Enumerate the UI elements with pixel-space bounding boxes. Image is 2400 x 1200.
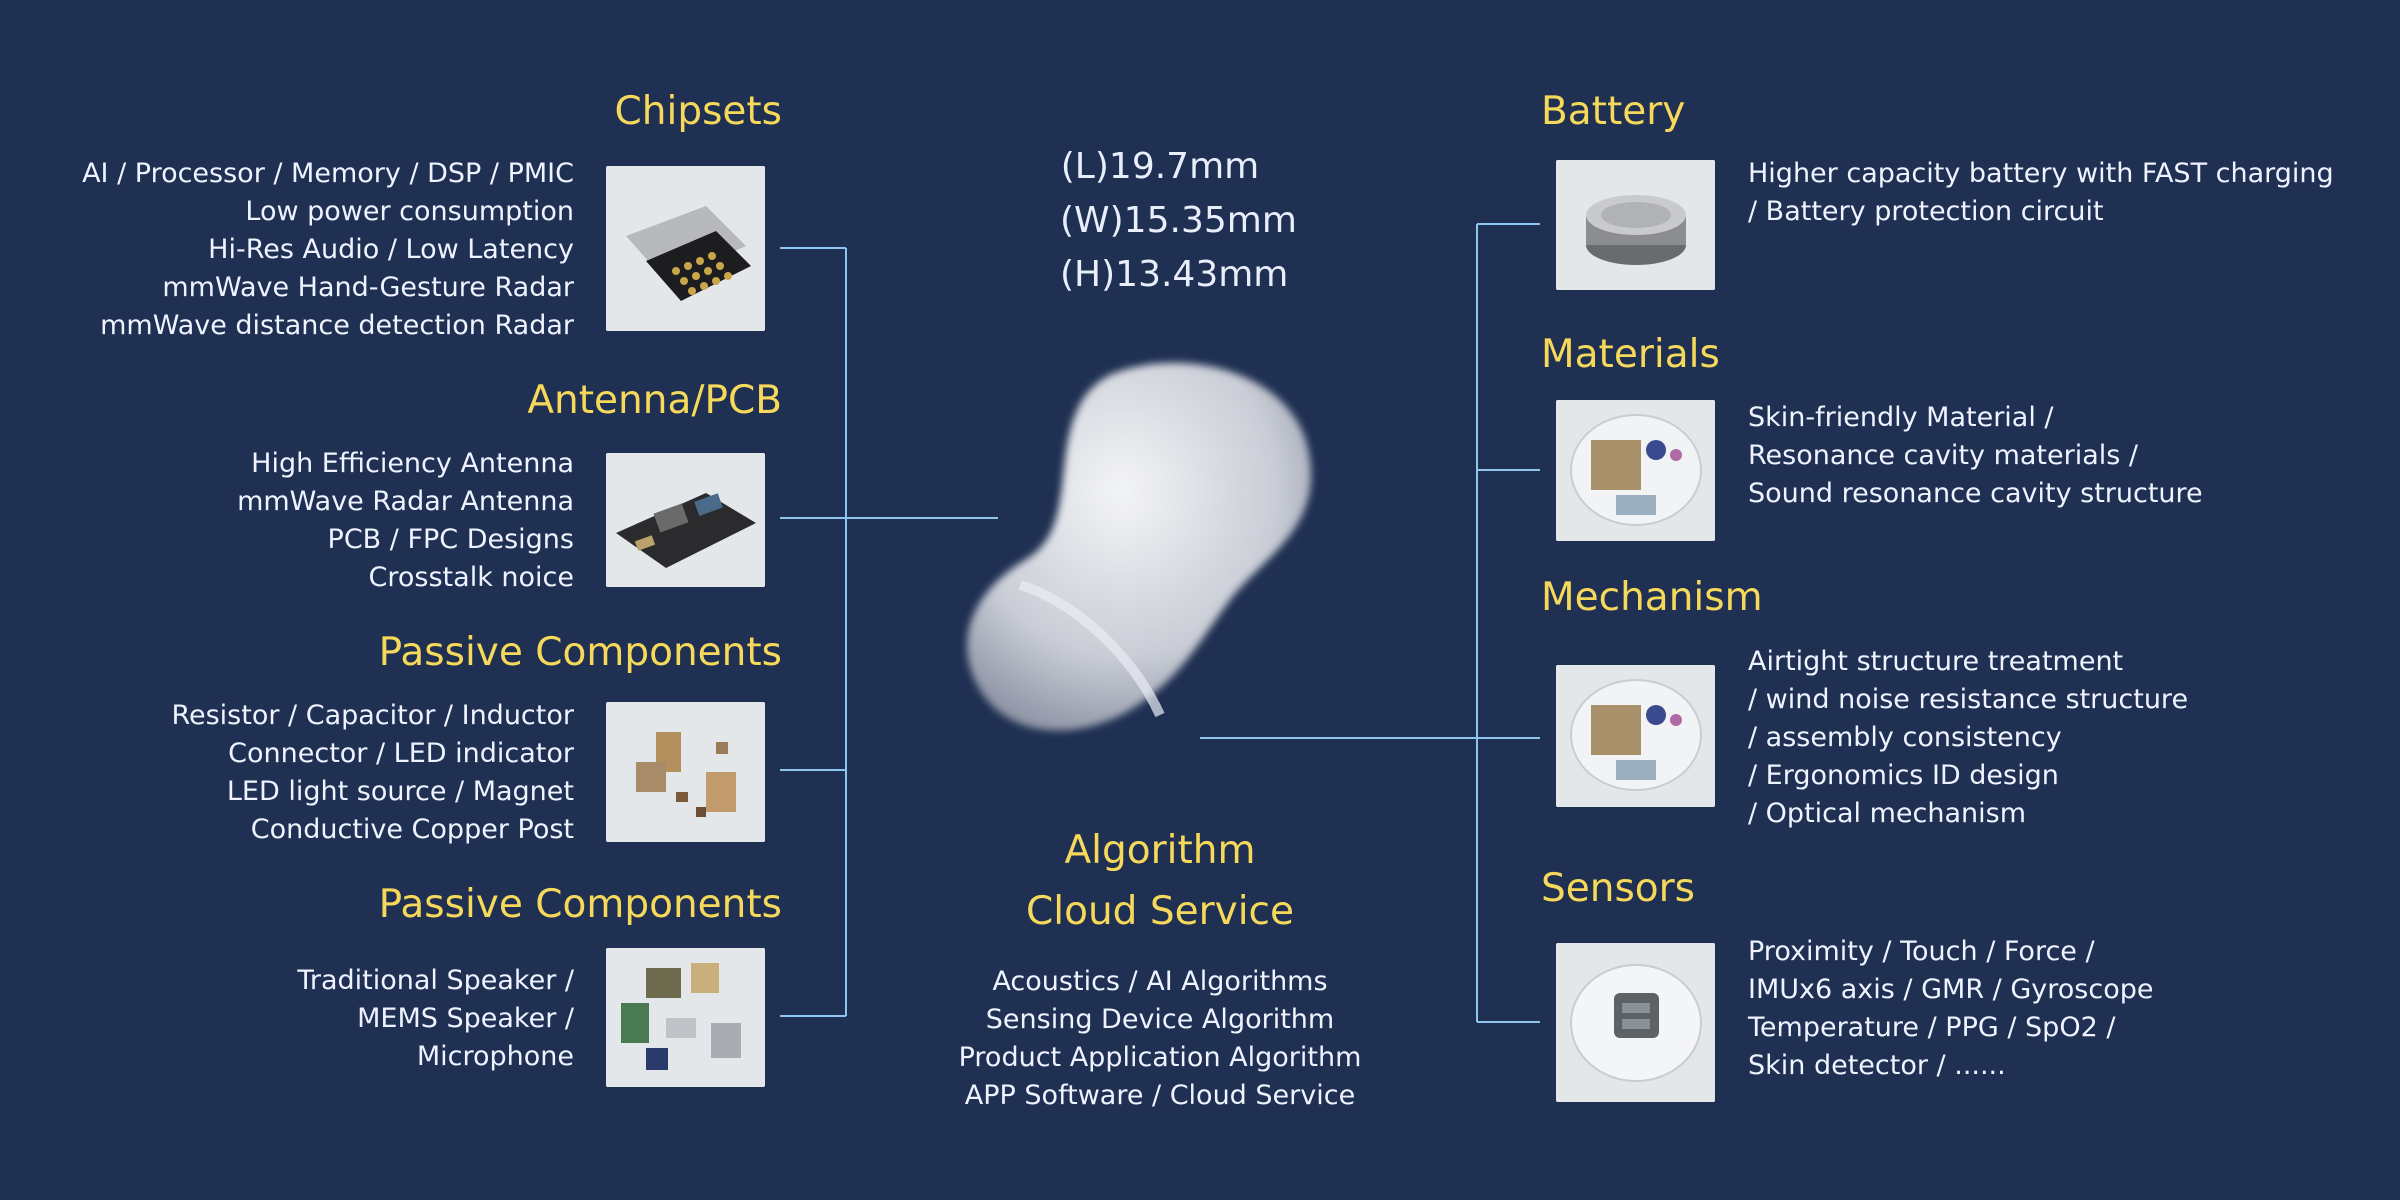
sensors-line: Proximity / Touch / Force / [1748,936,2095,967]
chipsets-heading: Chipsets [614,89,782,134]
passive-components-image [606,702,765,842]
algorithm-cloud-heading: Algorithm Cloud Service [960,820,1360,942]
mechanism-line: / Optical mechanism [1748,798,2027,829]
algorithm-description: Acoustics / AI Algorithms Sensing Device… [900,963,1420,1115]
sensors-image [1556,943,1715,1102]
earbud-image [967,362,1312,731]
chipsets-line: mmWave distance detection Radar [100,310,574,341]
battery-description: Higher capacity battery with FAST chargi… [1748,155,2334,231]
dimensions-block: (L)19.7mm (W)15.35mm (H)13.43mm [1060,140,1297,302]
materials-line: Skin-friendly Material / [1748,402,2054,433]
battery-line: Higher capacity battery with FAST chargi… [1748,158,2334,189]
sensors-line: Skin detector / ...... [1748,1050,2006,1081]
mechanism-line: / assembly consistency [1748,722,2062,753]
algorithm-line: Product Application Algorithm [958,1042,1362,1073]
mechanism-line: / wind noise resistance structure [1748,684,2189,715]
antenna-pcb-line: High Efficiency Antenna [251,448,574,479]
passive-components-2-description: Traditional Speaker / MEMS Speaker / Mic… [297,962,574,1076]
antenna-pcb-description: High Efficiency Antenna mmWave Radar Ant… [237,445,574,597]
battery-line: / Battery protection circuit [1748,196,2104,227]
chipsets-description: AI / Processor / Memory / DSP / PMIC Low… [82,155,574,345]
antenna-pcb-line: mmWave Radar Antenna [237,486,574,517]
algorithm-line: Acoustics / AI Algorithms [992,966,1328,997]
algorithm-line: APP Software / Cloud Service [964,1080,1356,1111]
chipsets-line: Hi-Res Audio / Low Latency [208,234,574,265]
antenna-pcb-heading: Antenna/PCB [527,378,782,423]
passive-components-heading: Passive Components [378,630,782,675]
mechanism-image [1556,665,1715,807]
cloud-service-title: Cloud Service [1026,889,1294,934]
passive-components-line: Resistor / Capacitor / Inductor [171,700,574,731]
materials-description: Skin-friendly Material / Resonance cavit… [1748,399,2203,513]
passive-components-line: Connector / LED indicator [228,738,574,769]
antenna-pcb-line: Crosstalk noice [368,562,574,593]
passive-components-2-line: Traditional Speaker / [297,965,574,996]
pcb-image [606,453,765,587]
chipsets-line: mmWave Hand-Gesture Radar [162,272,574,303]
mechanism-heading: Mechanism [1541,575,1763,620]
sensors-line: Temperature / PPG / SpO2 / [1748,1012,2116,1043]
dimension-length: (L)19.7mm [1060,146,1260,187]
mechanism-line: Airtight structure treatment [1748,646,2124,677]
battery-image [1556,160,1715,290]
materials-heading: Materials [1541,332,1720,377]
battery-heading: Battery [1541,89,1686,134]
passive-components-2-line: MEMS Speaker / [357,1003,574,1034]
chipsets-line: Low power consumption [245,196,574,227]
dimension-width: (W)15.35mm [1060,200,1297,241]
passive-components-line: Conductive Copper Post [250,814,574,845]
materials-line: Resonance cavity materials / [1748,440,2139,471]
chipset-image [606,166,765,331]
dimension-height: (H)13.43mm [1060,254,1289,295]
materials-line: Sound resonance cavity structure [1748,478,2203,509]
sensors-heading: Sensors [1541,866,1696,911]
sensors-description: Proximity / Touch / Force / IMUx6 axis /… [1748,933,2153,1085]
algorithm-line: Sensing Device Algorithm [985,1004,1335,1035]
mechanism-description: Airtight structure treatment / wind nois… [1748,643,2188,833]
passive-components-2-line: Microphone [416,1041,574,1072]
passive-components-description: Resistor / Capacitor / Inductor Connecto… [171,697,574,849]
passive-components-line: LED light source / Magnet [226,776,574,807]
speaker-components-image [606,948,765,1087]
passive-components-2-heading: Passive Components [378,882,782,927]
materials-image [1556,400,1715,541]
antenna-pcb-line: PCB / FPC Designs [327,524,574,555]
algorithm-title: Algorithm [1064,828,1256,873]
mechanism-line: / Ergonomics ID design [1748,760,2059,791]
chipsets-line: AI / Processor / Memory / DSP / PMIC [82,158,574,189]
sensors-line: IMUx6 axis / GMR / Gyroscope [1748,974,2154,1005]
